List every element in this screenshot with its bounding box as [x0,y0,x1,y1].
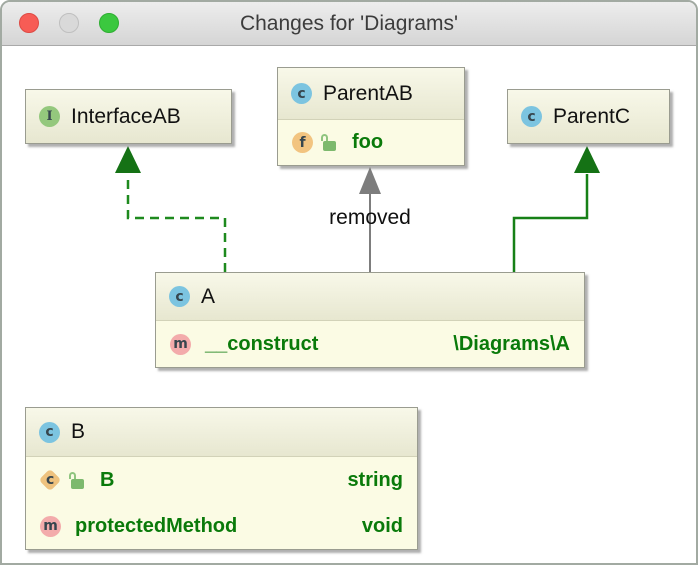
class-icon: c [39,421,60,443]
field-icon: f [292,132,313,153]
class-icon: c [291,83,312,104]
constant-icon: c [38,468,62,492]
node-a-header[interactable]: c A [156,273,584,320]
member-name: protectedMethod [75,514,238,537]
window-controls [19,13,119,33]
node-title: B [71,420,86,443]
arrowhead-parentab [359,167,381,194]
member-name: foo [352,131,384,153]
minimize-button [59,13,79,33]
node-interfaceab-header[interactable]: I InterfaceAB [26,90,231,143]
node-parentc[interactable]: c ParentC [507,89,670,144]
member-row-constant-b[interactable]: c B string [26,457,417,503]
node-title: A [201,284,216,308]
arrowhead-interfaceab [115,146,141,173]
member-name: __construct [205,332,319,355]
edge-label-removed: removed [329,206,411,229]
member-row-foo[interactable]: f foo [278,120,464,165]
edge-a-implements-interfaceab[interactable] [115,146,227,272]
node-parentab[interactable]: c ParentAB f foo [277,67,465,166]
interface-icon: I [39,106,60,127]
class-icon: c [521,106,542,127]
member-name: B [100,468,115,491]
class-icon: c [169,286,190,307]
window-title: Changes for 'Diagrams' [239,11,459,35]
member-type: void [361,514,403,537]
diagram-edges [115,146,600,272]
arrowhead-parentc [574,146,600,173]
node-parentab-body: f foo [278,119,464,165]
close-button[interactable] [19,13,39,33]
open-lock-icon [69,471,84,489]
method-icon: m [40,515,61,537]
open-lock-icon [321,134,336,151]
member-type: \Diagrams\A [453,332,570,355]
node-title: ParentAB [323,81,413,105]
node-interfaceab[interactable]: I InterfaceAB [25,89,232,144]
diagram-canvas[interactable]: removed I InterfaceAB c ParentAB f foo [2,46,696,563]
member-type: string [347,468,403,491]
node-b-body: c B string m protectedMethod void [26,456,417,549]
edge-a-extends-parentc[interactable] [512,146,600,272]
title-bar[interactable]: Changes for 'Diagrams' [2,2,696,46]
node-title: ParentC [553,104,631,128]
method-icon: m [170,333,191,355]
node-b[interactable]: c B c B string m protectedMethod void [25,407,418,550]
node-parentc-header[interactable]: c ParentC [508,90,669,143]
edge-a-removed-parentab[interactable] [359,167,381,272]
member-row-protectedmethod[interactable]: m protectedMethod void [26,503,417,549]
node-a[interactable]: c A m __construct \Diagrams\A [155,272,585,368]
member-row-construct[interactable]: m __construct \Diagrams\A [156,321,584,367]
node-a-body: m __construct \Diagrams\A [156,320,584,367]
zoom-button[interactable] [99,13,119,33]
node-parentab-header[interactable]: c ParentAB [278,68,464,119]
node-b-header[interactable]: c B [26,408,417,456]
node-title: InterfaceAB [71,104,181,128]
